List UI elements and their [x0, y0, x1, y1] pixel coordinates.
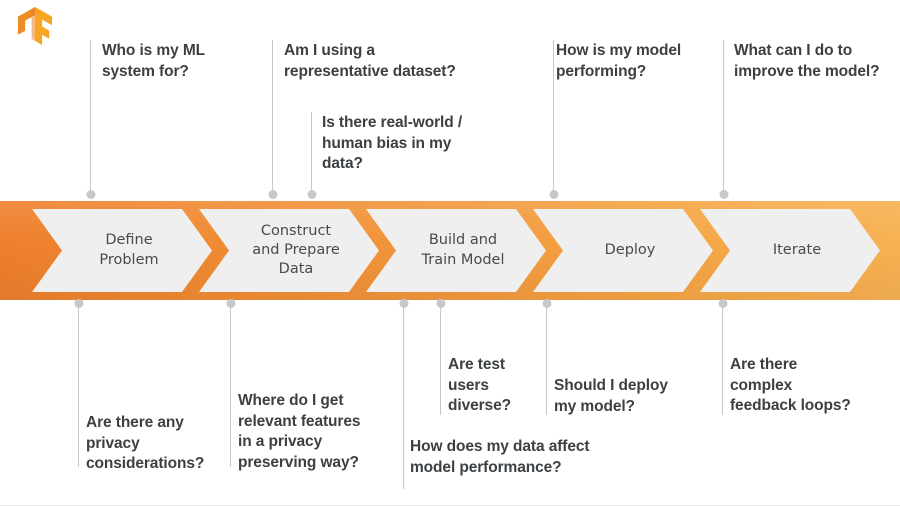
question-above-3: Is there real-world / human bias in my d…	[322, 114, 463, 173]
connector-dot	[436, 299, 445, 308]
tensorflow-logo	[18, 7, 52, 45]
connector-line-top-1	[86, 40, 95, 199]
question-below-2: Where do I get relevant features in a pr…	[238, 392, 361, 471]
connector-line-top-3	[307, 112, 316, 199]
question-above-1: Who is my ML system for?	[102, 42, 205, 80]
pipeline-step-define-problem[interactable]: Define Problem	[32, 209, 212, 292]
pipeline-step-iterate[interactable]: Iterate	[700, 209, 880, 292]
connector-line-bottom-3	[399, 299, 408, 489]
question-below-5: Should I deploy my model?	[554, 377, 668, 415]
pipeline-step-label: Iterate	[772, 241, 822, 258]
pipeline-step-label: Construct and Prepare Data	[252, 222, 340, 278]
connector-line-top-4	[549, 40, 558, 199]
connector-dot	[542, 299, 551, 308]
question-below-1: Are there any privacy considerations?	[86, 414, 205, 473]
connector-dot	[226, 299, 235, 308]
question-below-6: Are there complex feedback loops?	[730, 356, 851, 415]
question-below-4: Are test users diverse?	[448, 356, 511, 415]
connector-dot	[718, 299, 727, 308]
connector-dot	[86, 190, 95, 199]
connector-line-bottom-1	[74, 299, 83, 467]
ml-workflow-bar: Define Problem Construct and Prepare Dat…	[0, 201, 900, 300]
connector-dot	[719, 190, 728, 199]
question-below-3: How does my data affect model performanc…	[410, 438, 590, 476]
connector-line-top-2	[268, 40, 277, 199]
connector-line-top-5	[719, 40, 728, 199]
question-above-5: What can I do to improve the model?	[734, 42, 880, 80]
connector-line-bottom-2	[226, 299, 235, 467]
question-above-4: How is my model performing?	[556, 42, 682, 80]
connector-dot	[307, 190, 316, 199]
pipeline-step-label: Define Problem	[99, 232, 159, 268]
connector-line-bottom-4	[436, 299, 445, 415]
connector-dot	[268, 190, 277, 199]
connector-dot	[399, 299, 408, 308]
pipeline-step-label: Deploy	[604, 241, 656, 258]
question-above-2: Am I using a representative dataset?	[284, 42, 456, 80]
connector-line-bottom-6	[718, 299, 727, 415]
pipeline-step-build-and-train-model[interactable]: Build and Train Model	[366, 209, 546, 292]
connector-line-bottom-5	[542, 299, 551, 415]
pipeline-step-deploy[interactable]: Deploy	[533, 209, 713, 292]
connector-dot	[74, 299, 83, 308]
connector-dot	[549, 190, 558, 199]
pipeline-step-label: Build and Train Model	[421, 232, 505, 268]
pipeline-step-construct-and-prepare-data[interactable]: Construct and Prepare Data	[199, 209, 379, 292]
